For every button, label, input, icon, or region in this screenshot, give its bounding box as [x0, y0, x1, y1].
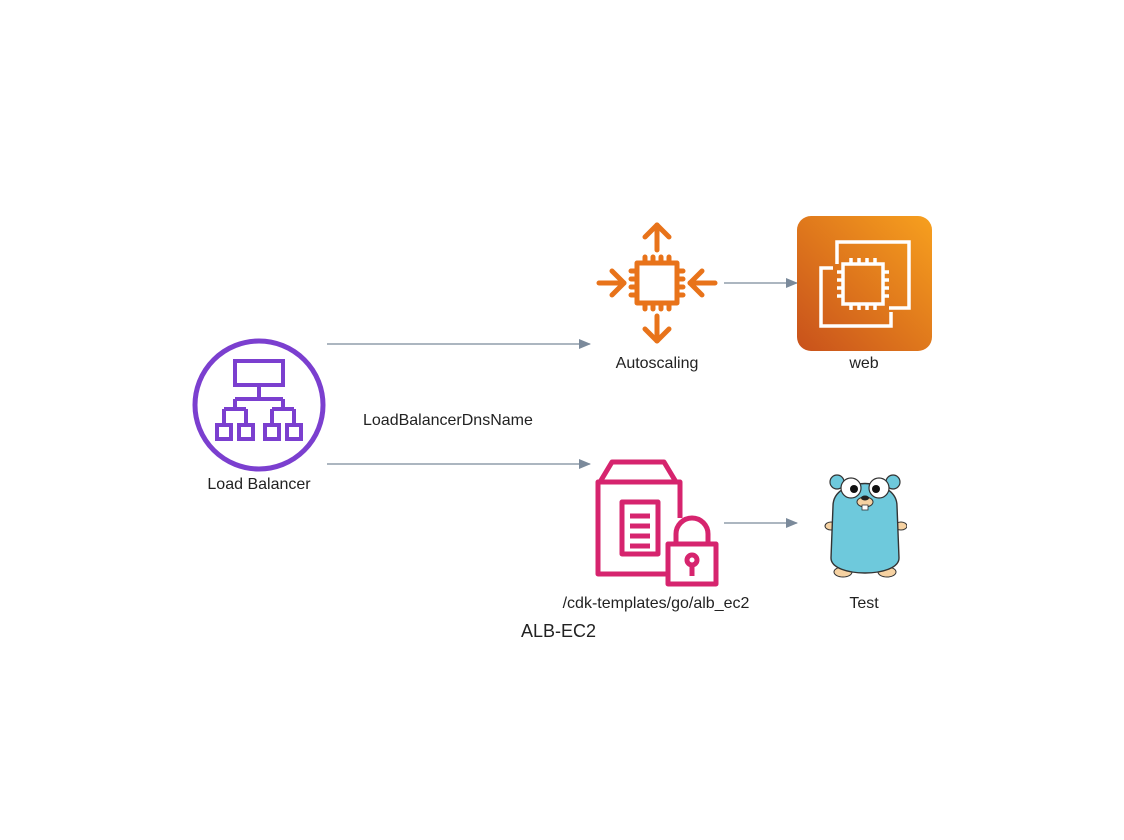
test-label: Test — [849, 595, 879, 612]
cdk-template-label: /cdk-templates/go/alb_ec2 — [562, 595, 750, 612]
elastic-load-balancing-icon — [192, 338, 326, 472]
secure-package-icon — [595, 459, 719, 587]
edge-label-loadbalancerdnsname: LoadBalancerDnsName — [363, 412, 533, 429]
ec2-instances-icon — [797, 216, 932, 351]
autoscaling-label: Autoscaling — [615, 355, 699, 372]
web-label: web — [849, 355, 879, 372]
auto-scaling-icon — [596, 222, 718, 344]
go-gopher-icon — [824, 474, 907, 578]
cluster-label: ALB-EC2 — [521, 621, 597, 641]
load-balancer-label: Load Balancer — [207, 476, 311, 493]
